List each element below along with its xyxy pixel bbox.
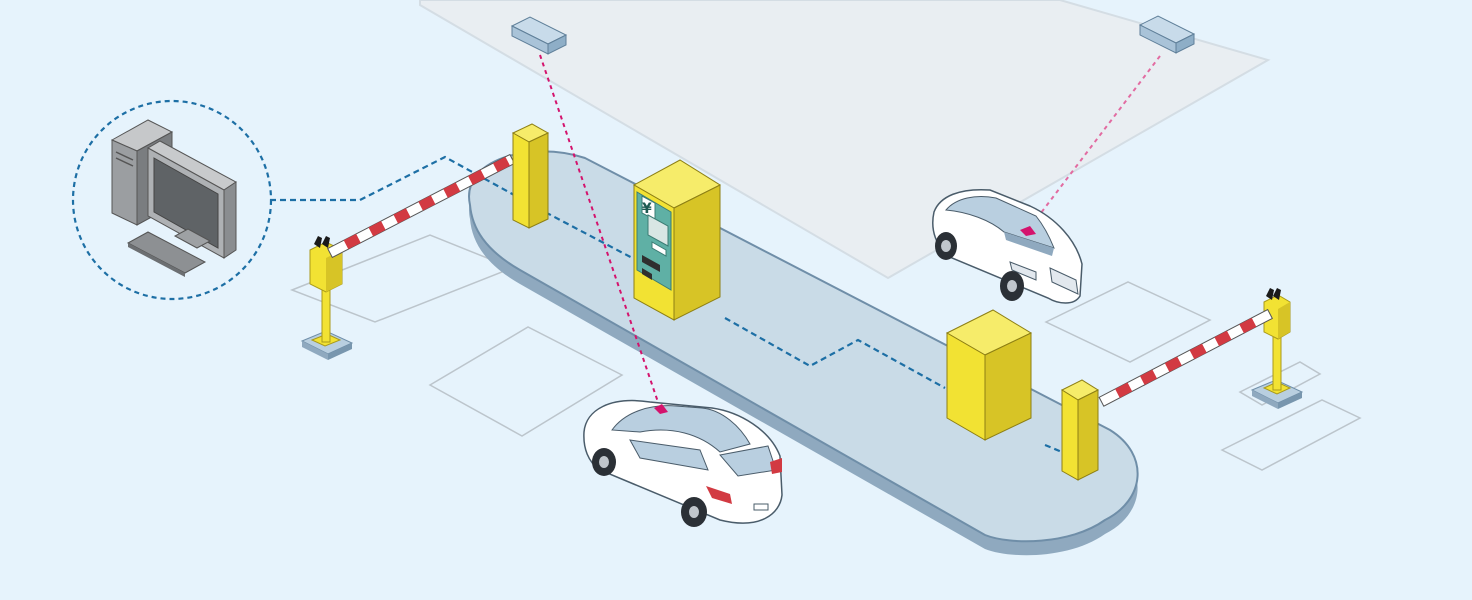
overhead-sensor-icon — [1138, 15, 1196, 54]
computer-callout-circle — [71, 99, 273, 301]
monitor-icon — [146, 140, 237, 259]
computer-terminal — [71, 99, 273, 301]
entry-ticket-booth — [511, 123, 550, 229]
keyboard-icon — [126, 231, 207, 277]
entry-barrier-gate — [300, 153, 516, 360]
car-icon — [583, 399, 783, 527]
network-cabling — [270, 155, 1063, 454]
computer-tower-icon — [110, 119, 174, 226]
currency-symbol: ¥ — [642, 201, 652, 217]
canopy-roof — [419, 0, 1271, 280]
exit-barrier-arm — [1098, 308, 1273, 407]
sensor-beams — [539, 54, 1161, 409]
pay-station-icon: ¥ — [632, 159, 722, 321]
exit-control-cabinet — [945, 309, 1033, 441]
car-icon — [932, 188, 1083, 304]
entry-barrier-arm — [327, 153, 516, 259]
overhead-sensor-icon — [510, 16, 568, 55]
exit-ticket-booth — [1060, 379, 1100, 481]
exit-barrier-gate — [1098, 288, 1304, 409]
